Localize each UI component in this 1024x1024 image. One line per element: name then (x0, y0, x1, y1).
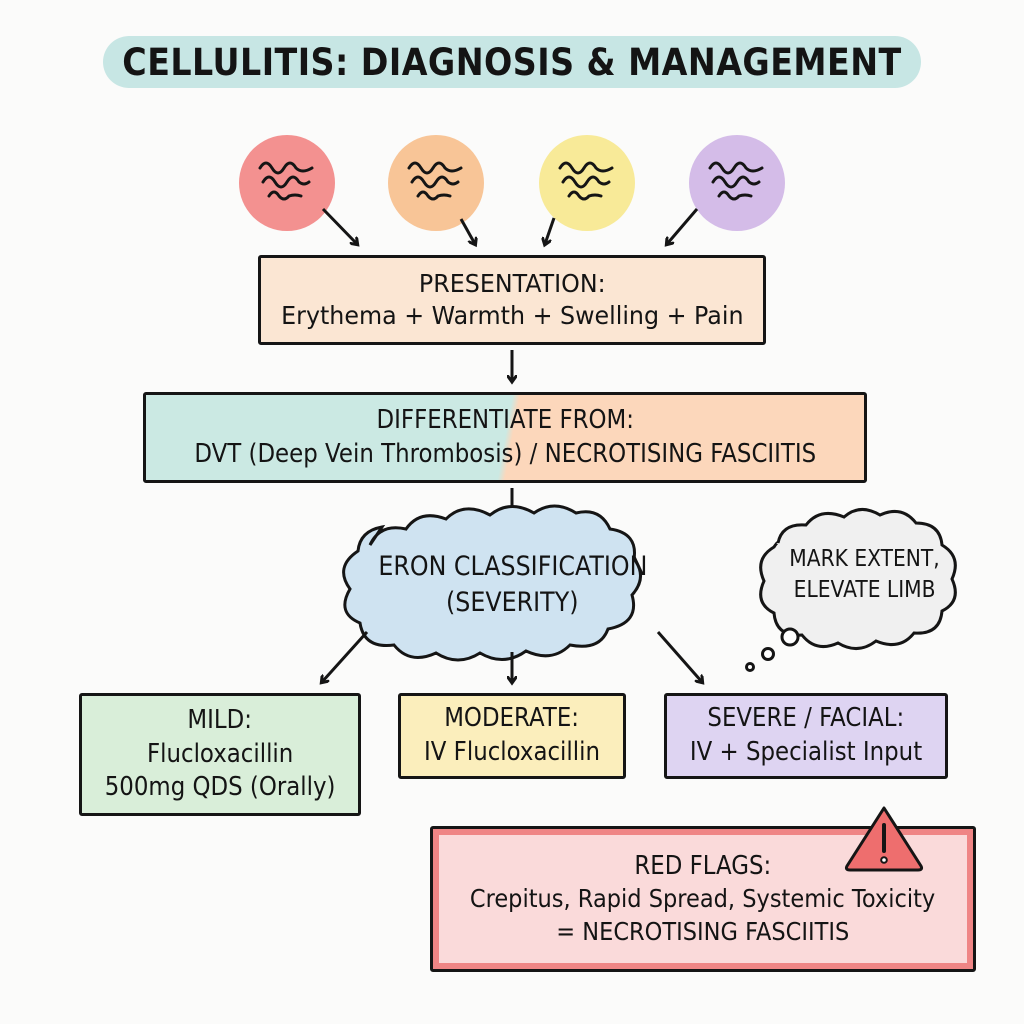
arrow-eron-to-severe (656, 631, 702, 682)
warning-icon (844, 806, 924, 872)
thought-bubble-small (745, 662, 755, 672)
severe-line1: IV + Specialist Input (689, 737, 923, 767)
eron-cloud-shape (342, 504, 642, 662)
symptom-circle-purple (689, 135, 785, 231)
presentation-text: Erythema + Warmth + Swelling + Pain (280, 301, 744, 330)
mild-box: MILD: Flucloxacillin 500mg QDS (Orally) (79, 693, 361, 816)
note-cloud-shape (759, 508, 957, 650)
arrow-symptom-4 (667, 208, 699, 244)
arrow-symptom-1 (321, 207, 357, 244)
red-flags-box: RED FLAGS: Crepitus, Rapid Spread, Syste… (430, 826, 976, 972)
thought-bubble-medium (761, 647, 775, 661)
arrow-symptom-3 (545, 217, 556, 244)
red-flags-line2: = NECROTISING FASCIITIS (556, 916, 850, 946)
presentation-heading: PRESENTATION: (418, 268, 606, 298)
red-flags-line1: Crepitus, Rapid Spread, Systemic Toxicit… (470, 884, 936, 914)
thought-bubble-large (780, 627, 800, 647)
page-title: CELLULITIS: DIAGNOSIS & MANAGEMENT (122, 40, 902, 84)
wavy-lines-icon (558, 161, 614, 201)
moderate-heading: MODERATE: (444, 703, 580, 734)
arrow-symptom-2 (459, 218, 475, 244)
mild-line2: 500mg QDS (Orally) (104, 772, 336, 803)
symptom-circle-yellow (539, 135, 635, 231)
wavy-lines-icon (708, 161, 764, 201)
arrow-eron-to-mild (322, 630, 369, 682)
moderate-line1: IV Flucloxacillin (424, 737, 600, 767)
differentiate-text: DVT (Deep Vein Thrombosis) / NECROTISING… (194, 438, 816, 469)
eron-cloud: ERON CLASSIFICATION (SEVERITY) (340, 540, 685, 630)
differentiate-heading: DIFFERENTIATE FROM: (376, 404, 634, 435)
eron-line2: (SEVERITY) (446, 587, 579, 618)
presentation-box: PRESENTATION: Erythema + Warmth + Swelli… (258, 255, 766, 345)
note-line2: ELEVATE LIMB (793, 577, 936, 603)
mild-heading: MILD: (187, 704, 253, 735)
severe-box: SEVERE / FACIAL: IV + Specialist Input (664, 693, 948, 779)
moderate-box: MODERATE: IV Flucloxacillin (398, 693, 626, 779)
eron-line1: ERON CLASSIFICATION (377, 550, 648, 582)
title-banner: CELLULITIS: DIAGNOSIS & MANAGEMENT (103, 36, 921, 88)
symptom-circle-orange (388, 135, 484, 231)
wavy-lines-icon (258, 161, 314, 201)
differentiate-box: DIFFERENTIATE FROM: DVT (Deep Vein Throm… (143, 392, 867, 483)
severe-heading: SEVERE / FACIAL: (707, 703, 905, 734)
wavy-lines-icon (407, 161, 463, 201)
symptom-circle-red (239, 135, 335, 231)
mild-line1: Flucloxacillin (146, 738, 294, 769)
note-cloud: MARK EXTENT, ELEVATE LIMB (752, 540, 977, 610)
red-flags-heading: RED FLAGS: (634, 850, 772, 881)
note-line1: MARK EXTENT, (789, 545, 940, 572)
